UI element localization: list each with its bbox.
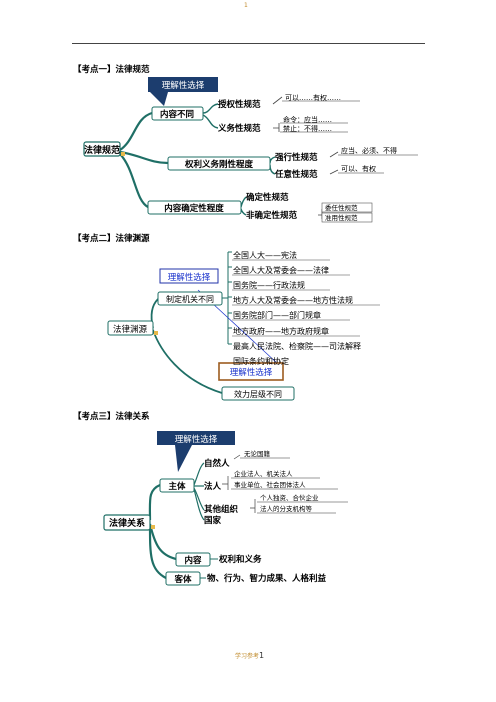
connector-natural (233, 454, 241, 460)
branch-subject-state (193, 488, 205, 521)
branch-root-subject (148, 483, 161, 521)
box-indef1 (321, 202, 373, 213)
connector-auth (272, 96, 283, 105)
footer-text: 学习参考 (235, 653, 260, 660)
text-object: 物、行为、智力成果、人格利益 (207, 573, 327, 584)
branch-content-duty (202, 114, 219, 129)
root2-marker (154, 331, 158, 335)
callout3-label: 理解性选择 (175, 434, 218, 445)
text-legal2: 事业单位、社会团体法人 (234, 480, 306, 489)
branch-subject-natural (193, 462, 205, 486)
node-auth-label: 授权性规范 (218, 99, 261, 110)
node-effect-label: 效力层级不同 (234, 389, 282, 399)
branch-root-effect (152, 329, 223, 394)
node-content-box (151, 106, 204, 121)
bracket-ticks (228, 251, 232, 345)
node-rigid-box (167, 156, 271, 171)
connector-optional (329, 169, 339, 175)
node-definite-label: 确定性规范 (246, 192, 289, 203)
callout3-box (157, 431, 235, 445)
branch-subject-other (193, 487, 205, 511)
source-item: 最高人民法院、检察院——司法解释 (233, 341, 361, 351)
callout2-top-label: 理解性选择 (168, 272, 211, 283)
section1-title: 【考点一】法律规范 (73, 65, 150, 75)
callout2-top-box (159, 268, 219, 284)
root3-box (103, 514, 151, 531)
text-duty2: 禁止：不得…… (283, 124, 332, 133)
root-node-box (83, 141, 121, 157)
node-certain-box (147, 200, 242, 215)
callout-label: 理解性选择 (162, 80, 205, 91)
callout2-bottom-label: 理解性选择 (230, 367, 273, 378)
node-rigid-label: 权利义务刚性程度 (184, 159, 254, 170)
box-indef2 (321, 212, 373, 223)
node-subject-label: 主体 (168, 481, 186, 492)
header-rule (72, 43, 425, 44)
text-auth: 可以……有权…… (285, 93, 341, 102)
text-indef1: 委任性规范 (325, 203, 358, 212)
branch-root-certain (119, 153, 149, 208)
callout3-pointer (175, 445, 192, 472)
text-indef2: 准用性规范 (325, 213, 358, 222)
connector-legal (222, 476, 229, 490)
branch-content-auth (202, 103, 219, 114)
root-node-marker (121, 152, 125, 156)
text-mandatory: 应当、必须、不得 (341, 146, 397, 155)
text-content: 权利和义务 (218, 554, 262, 565)
source-item: 全国人大——宪法 (233, 250, 297, 260)
node-object-label: 客体 (173, 574, 192, 585)
connector-mandatory (329, 151, 339, 158)
node-indefinite-label: 非确定性规范 (246, 210, 298, 221)
root3-label: 法律关系 (109, 517, 145, 529)
node-org-label: 制定机关不同 (166, 294, 214, 304)
callout2-bottom-box (218, 362, 284, 381)
root2-label: 法律渊源 (113, 324, 148, 335)
node-content-label: 内容不同 (160, 109, 194, 120)
branch-root-object (148, 525, 167, 579)
node-other-label: 其他组织 (204, 504, 239, 515)
source-item: 全国人大及常委会——法律 (233, 265, 329, 275)
node-duty-label: 义务性规范 (217, 123, 261, 134)
source-item: 国务院部门——部门规章 (233, 310, 321, 320)
node-optional-label: 任意性规范 (274, 169, 318, 180)
section2-title: 【考点二】法律渊源 (73, 234, 150, 244)
source-item: 地方人大及常委会——地方性法规 (233, 295, 353, 305)
node-effect-box (221, 386, 295, 401)
text-legal1: 企业法人、机关法人 (234, 469, 293, 478)
text-duty1: 命令：应当…… (283, 115, 332, 124)
source-item: 地方政府——地方政府规章 (233, 326, 329, 336)
source-item: 国际条约和协定 (233, 356, 289, 366)
node-mandatory-label: 强行性规范 (275, 152, 318, 163)
page-footer: 学习参考1 (235, 651, 264, 660)
callout-pointer (150, 92, 168, 106)
source-item: 国务院——行政法规 (233, 280, 305, 290)
node-content3-label: 内容 (184, 555, 202, 566)
node-legal-label: 法人 (204, 481, 222, 492)
connector-duty (273, 123, 280, 132)
root-node-label: 法律规范 (84, 144, 120, 156)
node-natural-label: 自然人 (204, 458, 230, 469)
footer-page-number: 1 (259, 651, 265, 660)
node-state-label: 国家 (204, 515, 222, 526)
branch-root-content (148, 523, 177, 561)
node-certain-label: 内容确定性程度 (164, 203, 224, 214)
callout-box (148, 77, 218, 92)
node-org-box (157, 291, 223, 306)
text-other1: 个人独资、合伙企业 (260, 493, 319, 502)
root3-marker (151, 525, 155, 529)
root2-box (107, 320, 154, 336)
text-other2: 法人的分支机构等 (260, 504, 313, 513)
branch-root-content (119, 111, 153, 151)
text-optional: 可以、有权 (341, 164, 376, 173)
section3-title: 【考点三】法律关系 (73, 412, 150, 422)
connector-other (250, 499, 256, 513)
text-natural: 无论国籍 (244, 449, 271, 458)
node-subject-box (159, 478, 195, 493)
page-header-number: 1 (244, 2, 248, 9)
